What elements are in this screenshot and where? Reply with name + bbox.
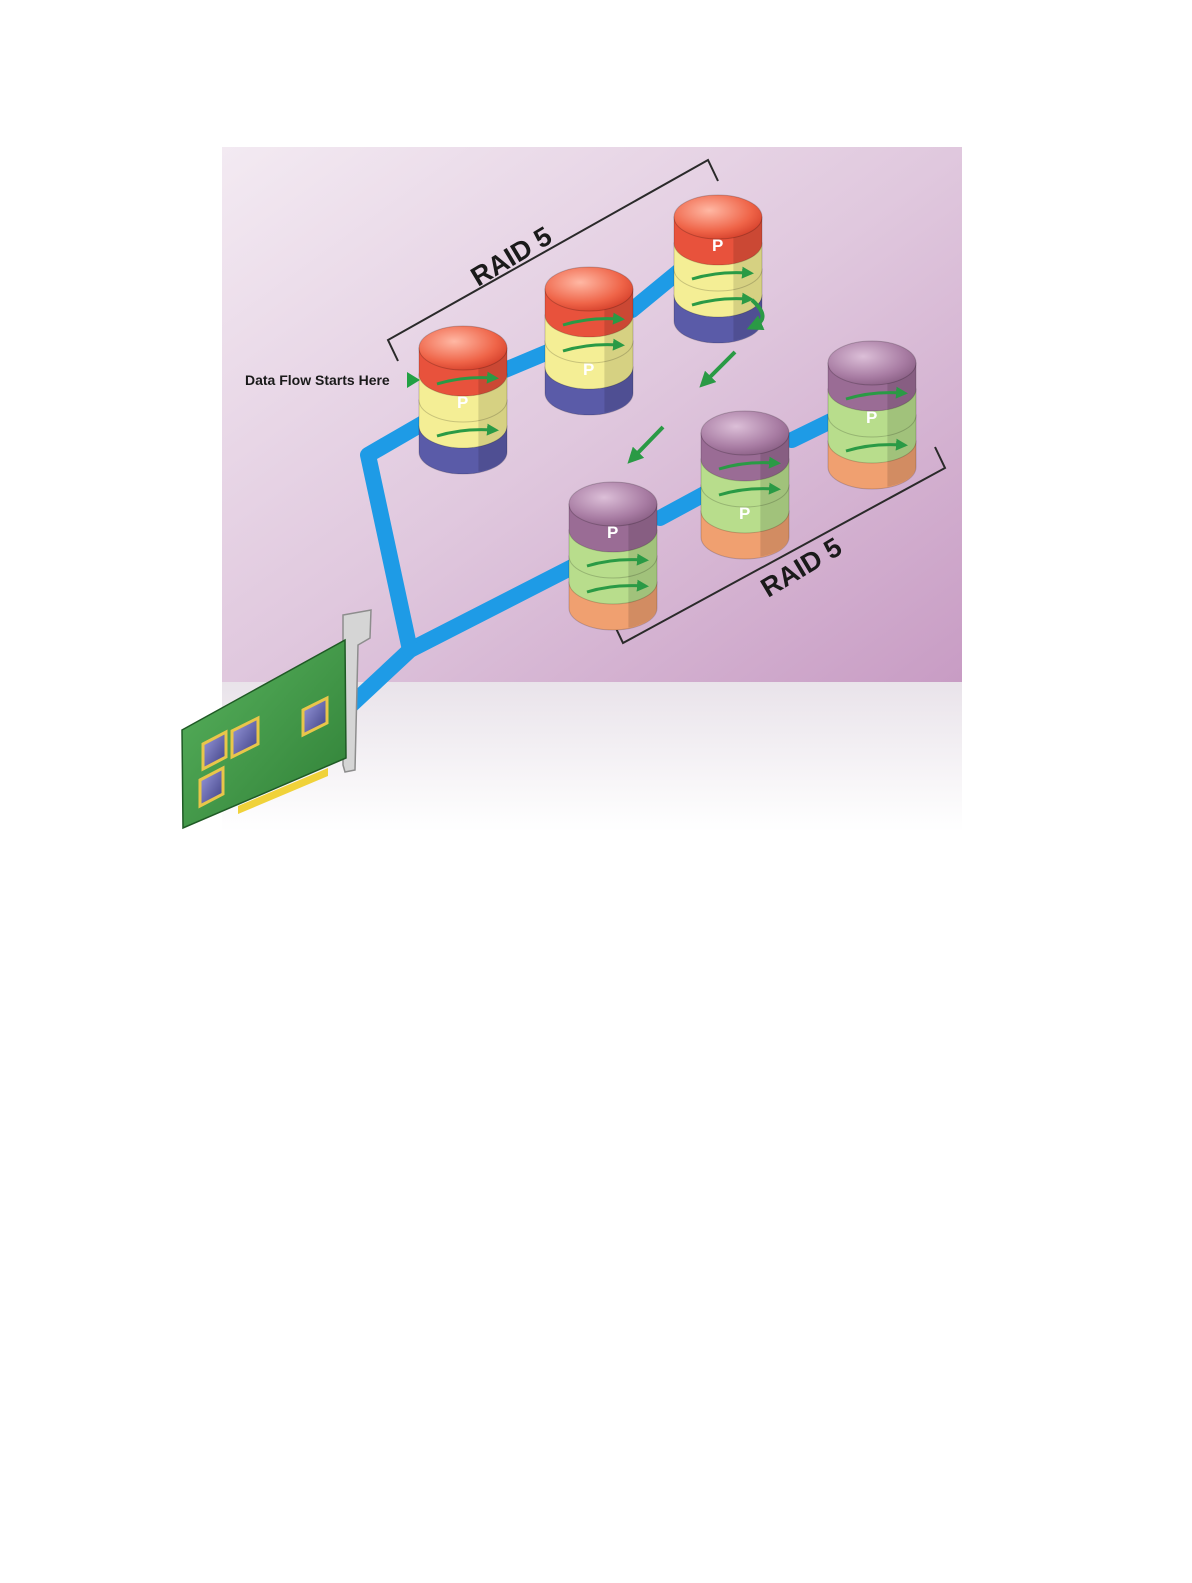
disk-top-1: P (419, 326, 507, 474)
disk-top (674, 195, 762, 239)
parity-label: P (866, 408, 877, 427)
parity-label: P (712, 236, 723, 255)
parity-label: P (583, 360, 594, 379)
parity-label: P (607, 523, 618, 542)
disk-top (828, 341, 916, 385)
disk-bottom-3: P (828, 341, 916, 489)
disk-top (545, 267, 633, 311)
disk-top-2: P (545, 267, 633, 415)
disk-top (701, 411, 789, 455)
disk-top (569, 482, 657, 526)
parity-label: P (739, 504, 750, 523)
disk-bottom-2: P (701, 411, 789, 559)
data-flow-start-label: Data Flow Starts Here (245, 372, 390, 388)
disk-top-3: P (674, 195, 762, 343)
parity-label: P (457, 393, 468, 412)
disk-bottom-1: P (569, 482, 657, 630)
disk-top (419, 326, 507, 370)
